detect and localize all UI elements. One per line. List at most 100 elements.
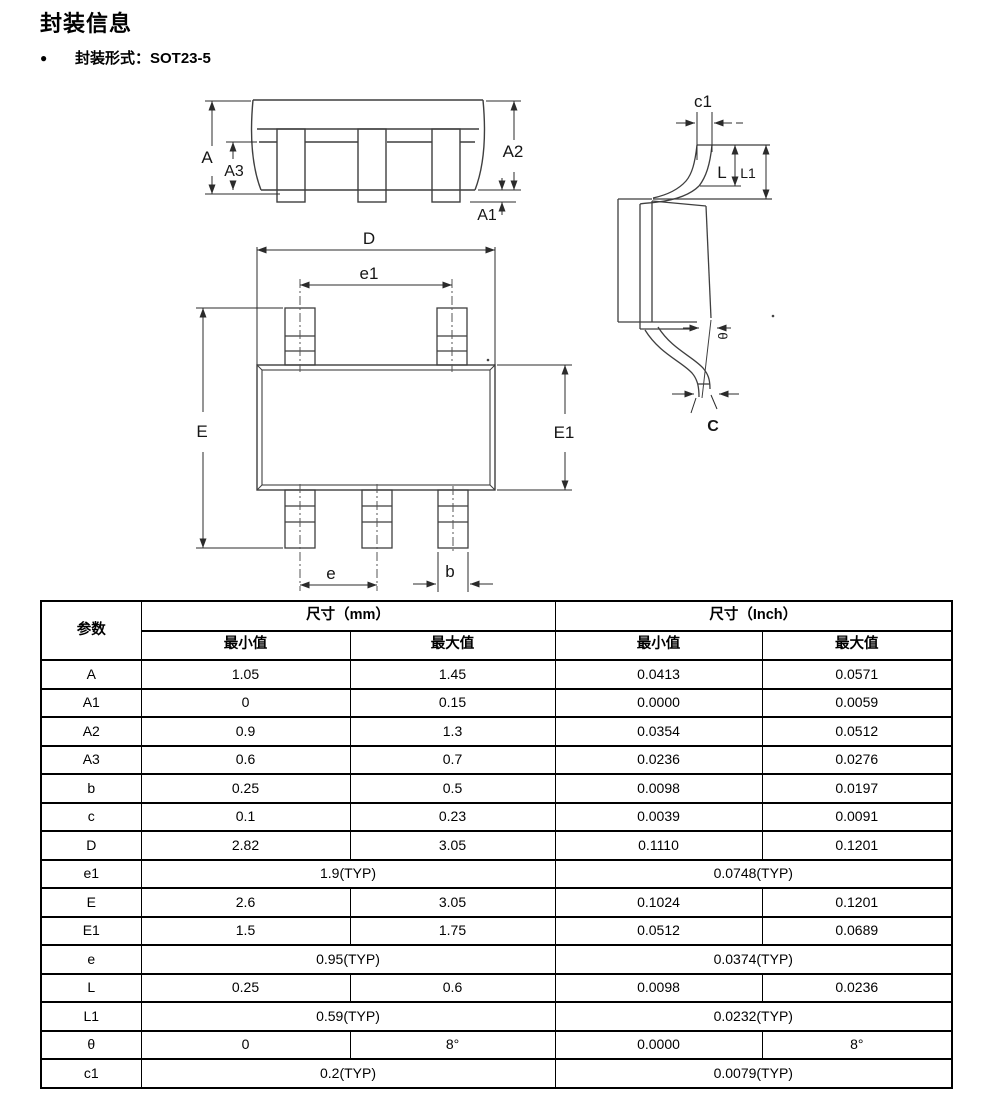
top-view-centerlines (299, 279, 454, 591)
bullet-icon: ● (40, 50, 48, 65)
value-cell-typ: 0.2(TYP) (140, 1058, 556, 1089)
param-cell: D (40, 830, 142, 861)
value-cell: 0.0098 (554, 972, 763, 1003)
dim-label-A3: A3 (224, 163, 244, 180)
value-cell: 8° (761, 1029, 953, 1060)
param-cell: e1 (40, 858, 142, 889)
package-type-row: ● 封装形式：SOT23-5 (40, 47, 211, 68)
value-cell-typ: 0.0079(TYP) (554, 1058, 953, 1089)
value-cell: 0.1024 (554, 887, 763, 918)
front-view-labels: A A3 A2 A1 (201, 142, 523, 224)
value-cell: 0.1201 (761, 830, 953, 861)
value-cell: 1.45 (349, 659, 556, 690)
lead-view-labels: c1 L L1 θ C (694, 92, 756, 435)
value-cell: 0 (140, 1029, 351, 1060)
value-cell: 0.0512 (554, 915, 763, 946)
col-header-inch: 尺寸（Inch） (554, 600, 953, 632)
top-view-labels: D e1 E E1 e b (196, 229, 574, 583)
value-cell: 3.05 (349, 830, 556, 861)
front-view-dimensions (205, 100, 521, 215)
value-cell: 0.0571 (761, 659, 953, 690)
value-cell: 0.0354 (554, 716, 763, 747)
value-cell-typ: 1.9(TYP) (140, 858, 556, 889)
value-cell: 0.1201 (761, 887, 953, 918)
value-cell: 0.0098 (554, 773, 763, 804)
param-cell: θ (40, 1029, 142, 1060)
table-row: A3 0.6 0.7 0.0236 0.0276 (40, 744, 953, 775)
table-row: A 1.05 1.45 0.0413 0.0571 (40, 659, 953, 690)
param-cell: A3 (40, 744, 142, 775)
value-cell: 2.82 (140, 830, 351, 861)
param-cell: E1 (40, 915, 142, 946)
table-row: L 0.25 0.6 0.0098 0.0236 (40, 972, 953, 1003)
value-cell: 1.75 (349, 915, 556, 946)
table-row: c1 0.2(TYP) 0.0079(TYP) (40, 1058, 953, 1089)
dim-label-A2: A2 (503, 142, 524, 161)
dim-label-D: D (363, 229, 375, 248)
param-cell: b (40, 773, 142, 804)
value-cell: 0.0000 (554, 687, 763, 718)
value-cell: 0.0000 (554, 1029, 763, 1060)
value-cell: 0.0413 (554, 659, 763, 690)
dim-label-A1: A1 (477, 207, 497, 224)
table-row: A2 0.9 1.3 0.0354 0.0512 (40, 716, 953, 747)
dim-label-L1: L1 (740, 165, 756, 181)
package-front-view (250, 99, 486, 203)
table-row: L1 0.59(TYP) 0.0232(TYP) (40, 1001, 953, 1032)
dim-label-b: b (445, 562, 454, 581)
value-cell-typ: 0.59(TYP) (140, 1001, 556, 1032)
table-row: E1 1.5 1.75 0.0512 0.0689 (40, 915, 953, 946)
table-row: c 0.1 0.23 0.0039 0.0091 (40, 801, 953, 832)
dim-label-E: E (196, 422, 207, 441)
table-row: D 2.82 3.05 0.1110 0.1201 (40, 830, 953, 861)
dim-label-theta: θ (715, 332, 730, 339)
col-header-param: 参数 (40, 600, 142, 661)
value-cell: 1.5 (140, 915, 351, 946)
table-row: θ 0 8° 0.0000 8° (40, 1029, 953, 1060)
col-subheader-mm-min: 最小值 (140, 629, 351, 661)
lead-view-dimensions (672, 112, 770, 414)
param-cell: e (40, 944, 142, 975)
value-cell: 0.0689 (761, 915, 953, 946)
table-row: e 0.95(TYP) 0.0374(TYP) (40, 944, 953, 975)
param-cell: c1 (40, 1058, 142, 1089)
value-cell: 8° (349, 1029, 556, 1060)
lead-detail-view (617, 144, 775, 399)
value-cell: 0.0091 (761, 801, 953, 832)
table-subheader-row: 最小值 最大值 最小值 最大值 (41, 629, 953, 661)
value-cell: 0.0236 (554, 744, 763, 775)
dimension-table: 参数 尺寸（mm） 尺寸（Inch） 最小值 最大值 最小值 最大值 A 1.0… (40, 600, 954, 1089)
col-subheader-mm-max: 最大值 (349, 629, 556, 661)
value-cell: 3.05 (349, 887, 556, 918)
value-cell: 0.25 (140, 773, 351, 804)
value-cell: 0.5 (349, 773, 556, 804)
value-cell: 0.9 (140, 716, 351, 747)
value-cell: 0.0059 (761, 687, 953, 718)
value-cell: 0 (140, 687, 351, 718)
param-cell: A2 (40, 716, 142, 747)
value-cell: 0.15 (349, 687, 556, 718)
value-cell: 0.0197 (761, 773, 953, 804)
param-cell: A (40, 659, 142, 690)
page-title: 封装信息 (40, 11, 133, 36)
param-cell: L (40, 972, 142, 1003)
dimension-table-container: 参数 尺寸（mm） 尺寸（Inch） 最小值 最大值 最小值 最大值 A 1.0… (40, 600, 954, 1089)
dim-label-L: L (717, 163, 726, 182)
value-cell: 0.0236 (761, 972, 953, 1003)
dim-label-A: A (201, 148, 213, 167)
value-cell-typ: 0.0748(TYP) (554, 858, 953, 889)
param-cell: L1 (40, 1001, 142, 1032)
value-cell-typ: 0.0374(TYP) (554, 944, 953, 975)
top-view-dimensions (196, 246, 572, 592)
param-cell: c (40, 801, 142, 832)
value-cell: 0.25 (140, 972, 351, 1003)
value-cell: 1.05 (140, 659, 351, 690)
package-top-view (256, 307, 496, 549)
value-cell-typ: 0.0232(TYP) (554, 1001, 953, 1032)
table-row: e1 1.9(TYP) 0.0748(TYP) (40, 858, 953, 889)
dim-label-e1: e1 (360, 264, 379, 283)
dim-label-E1: E1 (554, 423, 575, 442)
table-row: A1 0 0.15 0.0000 0.0059 (40, 687, 953, 718)
param-cell: A1 (40, 687, 142, 718)
